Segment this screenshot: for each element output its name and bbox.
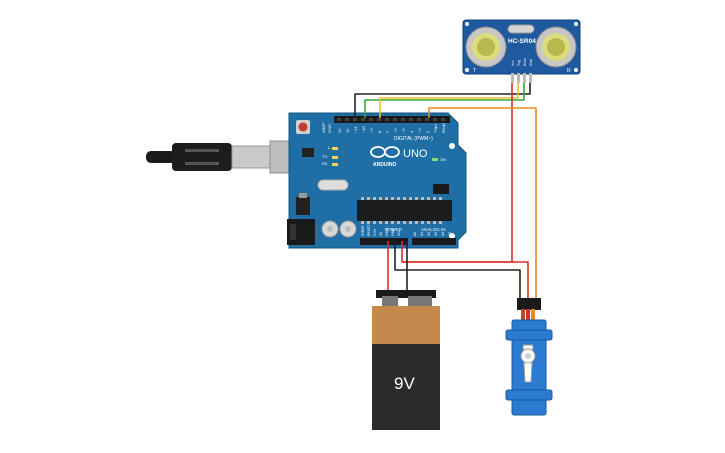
arduino-logo: ARDUINO	[370, 146, 400, 168]
digital-pin-label: 2	[425, 130, 430, 133]
sensor-pin-gnd-label: Gnd	[529, 59, 533, 66]
sensor-model-label: HC-SR04	[508, 38, 536, 45]
digital-pins-label: DIGITAL (PWM~)	[394, 136, 433, 142]
digital-pin-label: 13	[337, 128, 342, 133]
analog-pin-label: A1	[420, 232, 424, 236]
digital-pin-label: ~3	[417, 128, 422, 133]
wires	[354, 83, 537, 300]
on-led-label: ON	[440, 157, 446, 162]
hc-sr04-sensor: HC-SR04 T R Vcc Trig Echo Gnd	[462, 19, 581, 83]
wire-gnd-servo[interactable]	[394, 241, 521, 300]
digital-pin-label: ~10	[361, 125, 366, 133]
power-pins-label: POWER	[385, 227, 403, 232]
power-pin-label: IOREF	[361, 225, 365, 236]
analog-pins-label: ANALOG IN	[421, 227, 446, 232]
power-pin-label: GND	[391, 228, 395, 236]
arduino-uno-board: AREF GND DIGITAL (PWM~) ARDUINO UNO L TX…	[287, 112, 467, 249]
power-pin-label: Vin	[397, 231, 401, 236]
wire-servo-signal[interactable]	[428, 107, 537, 300]
digital-pin-label: 12	[345, 128, 350, 133]
wire-gnd-sensor[interactable]	[354, 83, 531, 118]
analog-pin-label: A0	[413, 232, 417, 236]
sensor-side-r: R	[567, 68, 571, 74]
power-pin-label: RESET	[367, 223, 371, 236]
gnd-label: GND	[327, 124, 332, 133]
analog-pin-label: A2	[427, 232, 431, 236]
analog-pin-label: A3	[434, 232, 438, 236]
sensor-pin-vcc-label: Vcc	[511, 60, 515, 66]
sensor-pin-echo-label: Echo	[523, 58, 527, 66]
digital-pin-label: ~9	[369, 128, 374, 133]
digital-pin-label: 7	[385, 130, 390, 133]
wire-5v-servo[interactable]	[402, 261, 529, 300]
arduino-logo-text: ARDUINO	[373, 162, 396, 168]
led-l-label: L	[328, 145, 331, 150]
wire-trig[interactable]	[379, 83, 519, 118]
board-model-label: UNO	[403, 148, 428, 160]
digital-pin-label: RX◂0	[441, 122, 446, 133]
sensor-pin-trig-label: Trig	[517, 60, 521, 66]
power-pin-label: 3.3V	[373, 228, 377, 236]
power-pin-label: GND	[385, 228, 389, 236]
led-rx-label: RX	[322, 161, 328, 166]
wire-echo[interactable]	[364, 83, 525, 118]
digital-pin-label: ~6	[393, 128, 398, 133]
aref-label: AREF	[321, 122, 326, 133]
analog-pin-label: A5	[448, 232, 452, 236]
digital-pin-label: ~11	[353, 126, 358, 133]
power-pin-label: 5V	[379, 231, 383, 236]
analog-pin-label: A4	[441, 232, 445, 236]
digital-pin-label: 4	[409, 130, 414, 133]
battery-9v: 9V	[372, 290, 440, 430]
servo-motor	[505, 298, 553, 416]
digital-pin-label: TX▸1	[433, 123, 438, 133]
digital-pin-label: ~5	[401, 128, 406, 133]
sensor-side-t: T	[473, 68, 476, 74]
usb-cable	[146, 140, 307, 174]
digital-pin-label: 8	[377, 130, 382, 133]
battery-label: 9V	[394, 374, 415, 393]
led-tx-label: TX	[322, 154, 327, 159]
